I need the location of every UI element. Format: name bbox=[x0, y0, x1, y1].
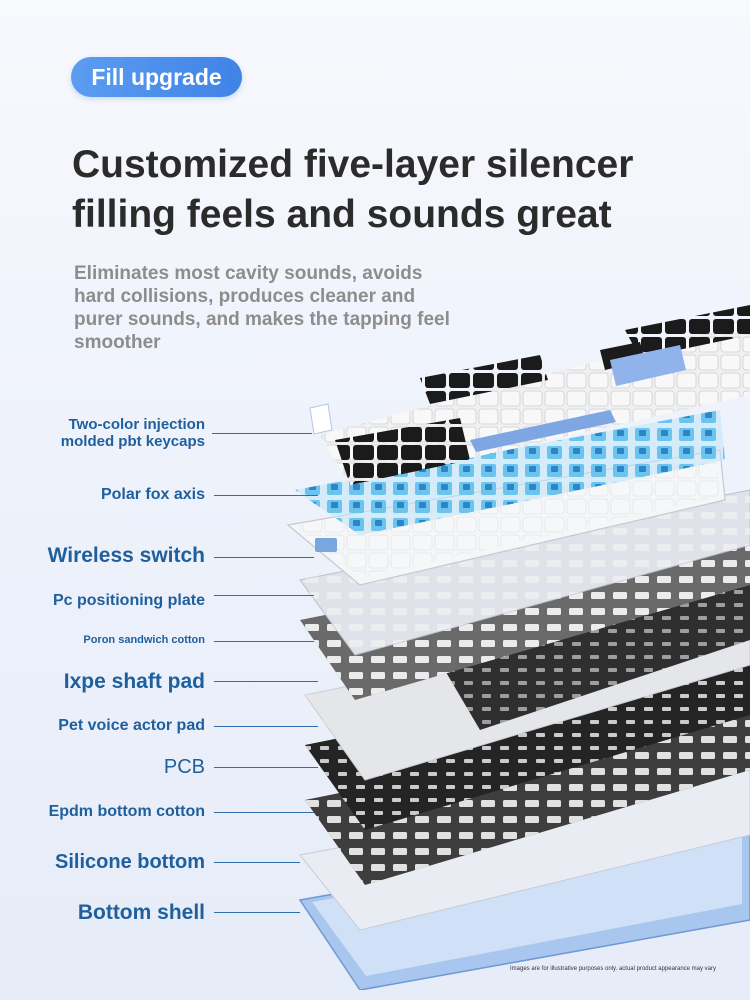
leader-poron bbox=[214, 641, 314, 642]
description-line-1: Eliminates most cavity sounds, avoids bbox=[74, 263, 423, 284]
exploded-keyboard-illustration bbox=[286, 305, 750, 990]
description-line-2: hard collisions, produces cleaner and bbox=[74, 286, 416, 307]
leader-pet bbox=[214, 726, 318, 727]
label-wireless-switch: Wireless switch bbox=[47, 544, 205, 567]
ixpe-pad-layer bbox=[430, 580, 750, 730]
disclaimer: Images are for illustrative purposes onl… bbox=[510, 966, 716, 972]
leader-axis bbox=[214, 495, 318, 496]
label-silicone: Silicone bottom bbox=[55, 851, 205, 873]
label-polar-fox-axis: Polar fox axis bbox=[100, 486, 205, 503]
keycap-layer bbox=[309, 305, 750, 485]
title-line-2: filling feels and sounds great bbox=[72, 193, 612, 236]
page-title: Customized five-layer silencer filling f… bbox=[72, 140, 712, 240]
label-keycaps-line-2: molded pbt keycaps bbox=[60, 433, 205, 450]
leader-pc-plate bbox=[214, 595, 314, 596]
leader-silicone bbox=[214, 862, 300, 863]
leader-bottom-shell bbox=[214, 912, 300, 913]
label-pc-plate: Pc positioning plate bbox=[52, 592, 205, 609]
title-line-1: Customized five-layer silencer bbox=[72, 143, 634, 186]
label-pcb: PCB bbox=[163, 756, 205, 778]
leader-epdm bbox=[214, 812, 314, 813]
epdm-cotton-layer bbox=[305, 710, 750, 885]
leader-pcb bbox=[214, 767, 318, 768]
leader-wireless-switch bbox=[214, 557, 314, 558]
switch-layer bbox=[295, 410, 725, 535]
label-keycaps-line-1: Two-color injection bbox=[68, 416, 205, 433]
description-line-4: smoother bbox=[74, 332, 161, 353]
label-poron: Poron sandwich cotton bbox=[83, 634, 205, 646]
label-bottom-shell: Bottom shell bbox=[77, 901, 205, 924]
label-pet: Pet voice actor pad bbox=[58, 717, 205, 734]
label-ixpe: Ixpe shaft pad bbox=[63, 670, 205, 693]
label-epdm: Epdm bottom cotton bbox=[48, 803, 205, 820]
wireless-switch-toggle bbox=[315, 538, 337, 552]
description-line-3: purer sounds, and makes the tapping feel bbox=[74, 309, 450, 330]
leader-ixpe bbox=[214, 681, 318, 682]
description: Eliminates most cavity sounds, avoids ha… bbox=[74, 262, 524, 354]
fill-upgrade-badge: Fill upgrade bbox=[71, 57, 242, 97]
label-keycaps: Two-color injection molded pbt keycaps bbox=[61, 416, 205, 450]
leader-keycaps bbox=[212, 433, 312, 434]
